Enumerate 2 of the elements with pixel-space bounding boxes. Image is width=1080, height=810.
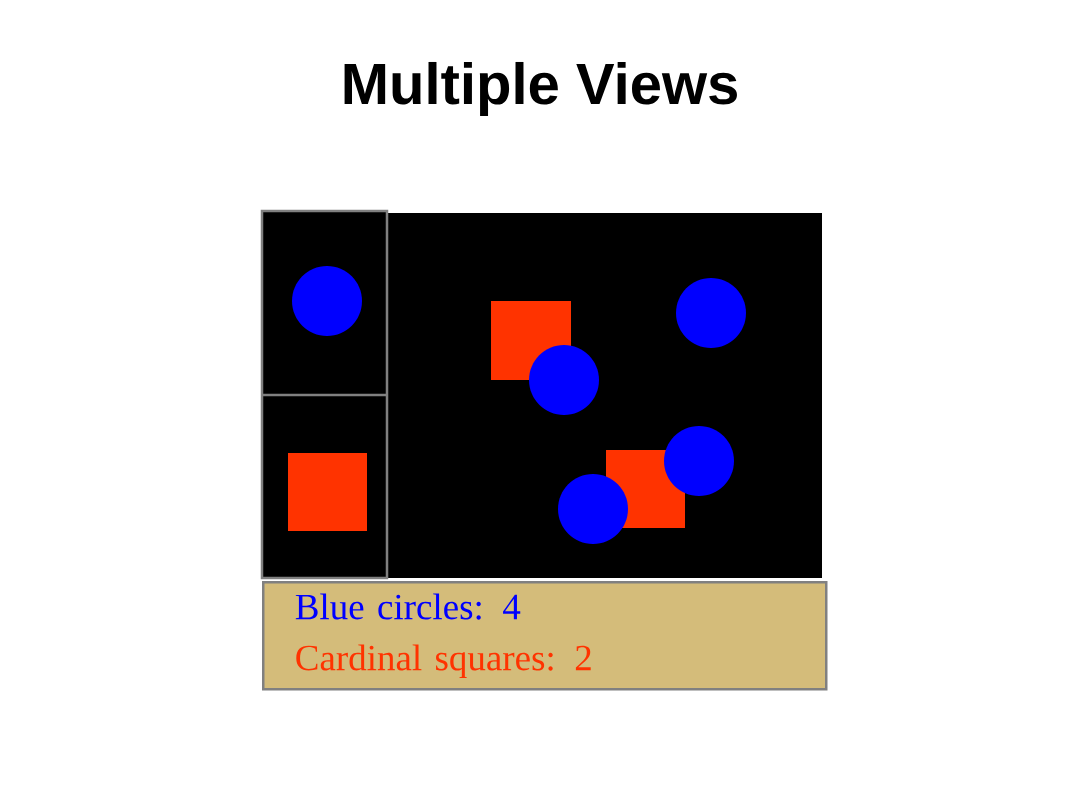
count-box: Blue circles: 4 Cardinal squares: 2 bbox=[262, 581, 828, 691]
title: Multiple Views bbox=[344, 61, 737, 117]
